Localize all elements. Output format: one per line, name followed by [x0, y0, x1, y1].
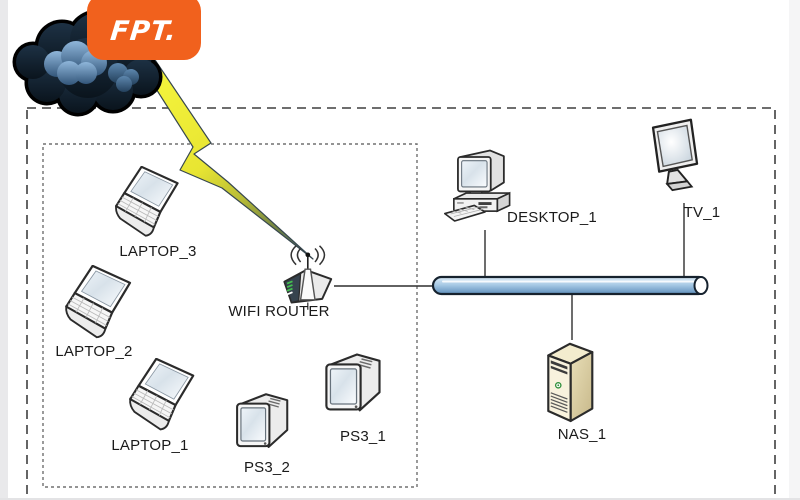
laptop-2-icon [65, 265, 132, 339]
node-label-tv-1: TV_1 [683, 204, 721, 221]
page-gutter-right [789, 0, 800, 500]
fpt-logo-text: FPT. [108, 15, 179, 47]
node-label-ps3-2: PS3_2 [243, 459, 291, 476]
page-gutter-left [0, 0, 8, 500]
laptop-1-icon [128, 358, 195, 431]
wireless-uplink-bolt-icon [138, 53, 314, 260]
node-label-nas-1: NAS_1 [557, 426, 607, 443]
tv-1-icon [651, 118, 699, 192]
wired-links [334, 203, 685, 340]
nas-1-icon [547, 342, 594, 423]
node-label-laptop-1: LAPTOP_1 [111, 437, 189, 454]
wifi-router-icon [283, 244, 333, 311]
fpt-logo-badge: FPT. [87, 0, 201, 60]
node-label-ps3-1: PS3_1 [339, 428, 387, 445]
node-label-laptop-2: LAPTOP_2 [55, 343, 133, 360]
bus-open-end [693, 276, 709, 295]
ps3-1-icon [325, 353, 381, 412]
ethernet-bus [431, 275, 709, 296]
node-label-laptop-3: LAPTOP_3 [119, 243, 197, 260]
ps3-2-icon [236, 393, 289, 448]
laptop-3-icon [114, 166, 179, 237]
page-bottom-edge [0, 498, 800, 500]
wireless-group-boundary [42, 143, 418, 488]
node-label-desktop-1: DESKTOP_1 [507, 209, 597, 226]
node-label-wifi-router: WIFI ROUTER [228, 303, 330, 320]
